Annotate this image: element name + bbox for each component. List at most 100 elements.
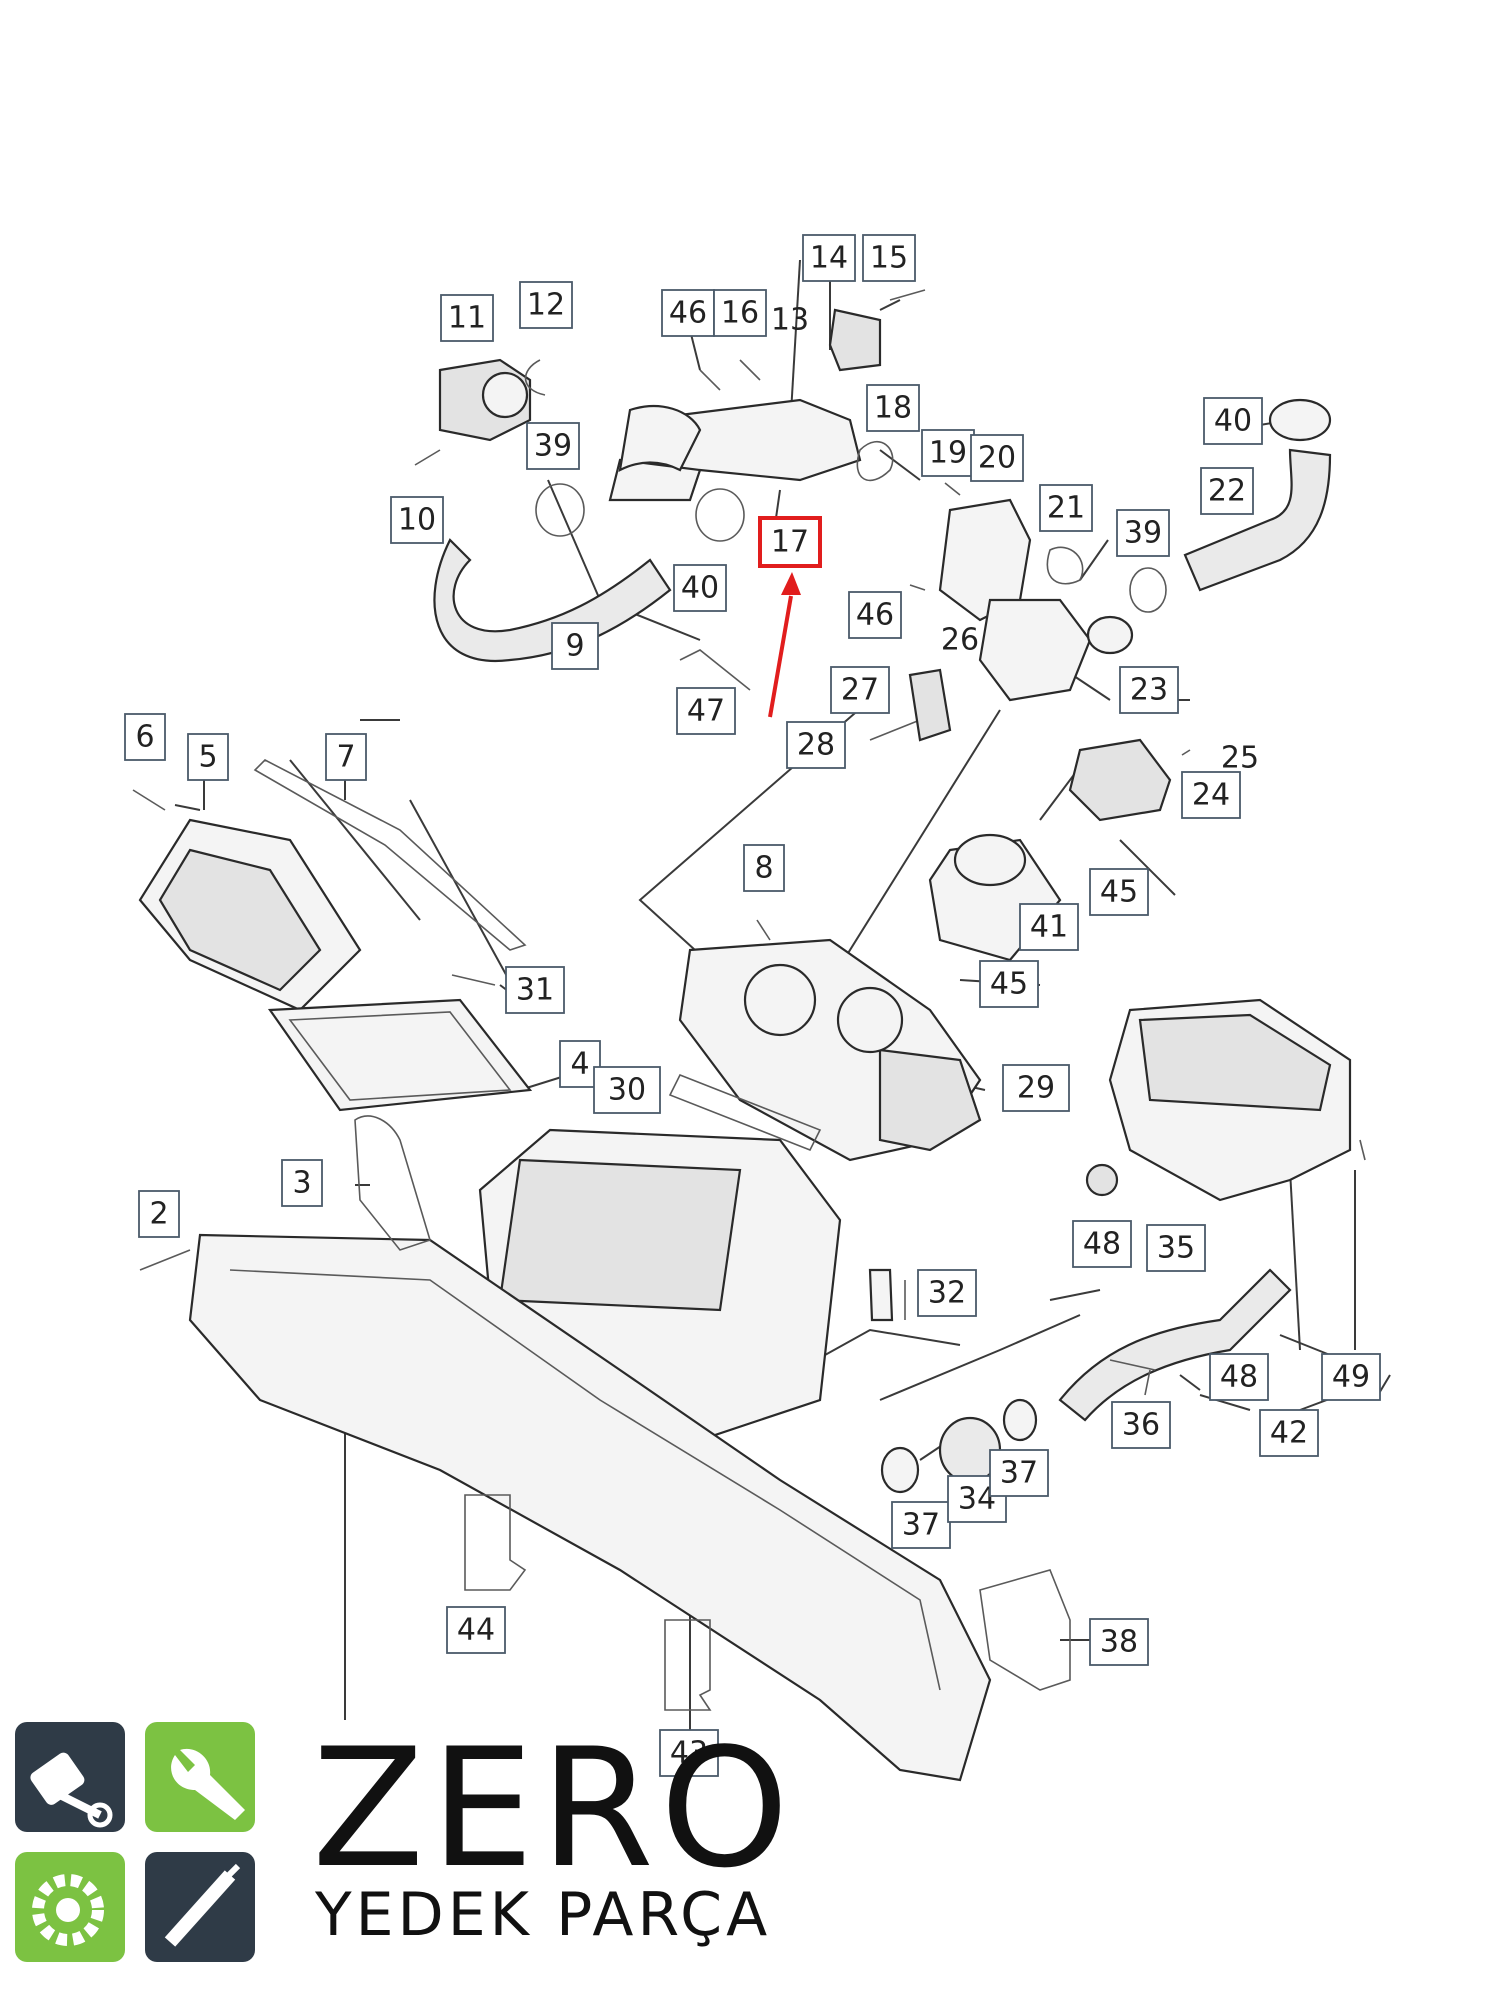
filter-part-4 [267,998,533,1112]
callout: 40 [673,564,727,612]
svg-text:7: 7 [336,740,355,775]
svg-text:37: 37 [902,1508,940,1543]
callout: 6 [124,713,166,761]
svg-text:28: 28 [797,728,835,763]
svg-text:4: 4 [570,1047,589,1082]
callout: 48 [1072,1220,1132,1268]
svg-text:37: 37 [1000,1456,1038,1491]
highlighted-part: 17 [758,516,822,718]
callout: 43 [659,1729,719,1777]
svg-text:18: 18 [874,391,912,426]
duct-part [188,1233,992,1782]
callout: 23 [1119,666,1179,714]
svg-text:45: 45 [990,967,1028,1002]
callout: 14 [802,234,856,282]
svg-text:36: 36 [1122,1408,1160,1443]
svg-text:17: 17 [771,525,809,560]
callout: 31 [505,966,565,1014]
callout: 35 [1146,1224,1206,1272]
hose-part-22 [1183,448,1332,592]
hose-part-35 [1058,1268,1292,1422]
svg-text:31: 31 [516,973,554,1008]
callout: 9 [551,622,599,670]
svg-text:43: 43 [670,1736,708,1771]
svg-text:26: 26 [941,623,979,658]
svg-text:8: 8 [754,851,773,886]
svg-text:42: 42 [1270,1416,1308,1451]
callout: 37 [891,1501,951,1549]
svg-text:12: 12 [527,288,565,323]
svg-text:9: 9 [565,629,584,664]
callout: 22 [1200,467,1254,515]
svg-text:3: 3 [292,1166,311,1201]
callout: 18 [866,384,920,432]
callout: 3 [281,1159,323,1207]
callout: 7 [325,733,367,781]
callout: 46 [661,289,715,337]
svg-text:40: 40 [1214,404,1252,439]
free-labels: 13 26 25 [771,303,1259,776]
svg-text:39: 39 [534,429,572,464]
callout: 5 [187,733,229,781]
callout: 44 [446,1606,506,1654]
svg-text:15: 15 [870,241,908,276]
svg-text:27: 27 [841,673,879,708]
svg-text:13: 13 [771,303,809,338]
svg-text:29: 29 [1017,1071,1055,1106]
svg-text:45: 45 [1100,875,1138,910]
svg-text:41: 41 [1030,910,1068,945]
piston-icon [15,1722,125,1832]
svg-text:10: 10 [398,503,436,538]
callout: 16 [713,289,767,337]
logo-title: ZERO [312,1713,795,1904]
callout: 36 [1111,1401,1171,1449]
svg-text:46: 46 [856,598,894,633]
svg-text:25: 25 [1221,741,1259,776]
svg-text:11: 11 [448,301,486,336]
callout: 29 [1002,1064,1070,1112]
callout: 30 [593,1066,661,1114]
svg-text:19: 19 [929,436,967,471]
svg-text:44: 44 [457,1613,495,1648]
callout: 11 [440,294,494,342]
svg-text:23: 23 [1130,673,1168,708]
callout: 32 [917,1269,977,1317]
spark-plug-icon [145,1852,255,1962]
callout: 21 [1039,484,1093,532]
svg-text:16: 16 [721,296,759,331]
svg-text:48: 48 [1220,1360,1258,1395]
svg-text:21: 21 [1047,491,1085,526]
callout: 38 [1089,1618,1149,1666]
svg-text:46: 46 [669,296,707,331]
callout: 12 [519,281,573,329]
svg-text:35: 35 [1157,1231,1195,1266]
callout: 45 [1089,868,1149,916]
svg-text:32: 32 [928,1276,966,1311]
svg-text:39: 39 [1124,516,1162,551]
svg-text:49: 49 [1332,1360,1370,1395]
callout: 19 [921,429,975,477]
callout: 45 [979,960,1039,1008]
callout: 48 [1209,1353,1269,1401]
svg-text:40: 40 [681,571,719,606]
svg-text:48: 48 [1083,1227,1121,1262]
callout: 46 [848,591,902,639]
callout: 41 [1019,903,1079,951]
parts-art [132,289,1366,1782]
callout: 27 [830,666,890,714]
svg-text:20: 20 [978,441,1016,476]
callout: 47 [676,687,736,735]
svg-text:38: 38 [1100,1625,1138,1660]
svg-text:14: 14 [810,241,848,276]
callout: 39 [1116,509,1170,557]
callout: 42 [1259,1409,1319,1457]
logo: ZERO YEDEK PARÇA [15,1713,795,1962]
callouts: 11 12 46 16 14 15 39 10 40 9 18 19 20 21… [124,234,1381,1777]
callout: 28 [786,721,846,769]
callout: 2 [138,1190,180,1238]
callout: 39 [526,422,580,470]
callout: 37 [989,1449,1049,1497]
callout: 49 [1321,1353,1381,1401]
gear-icon [15,1852,125,1962]
callout: 10 [390,496,444,544]
